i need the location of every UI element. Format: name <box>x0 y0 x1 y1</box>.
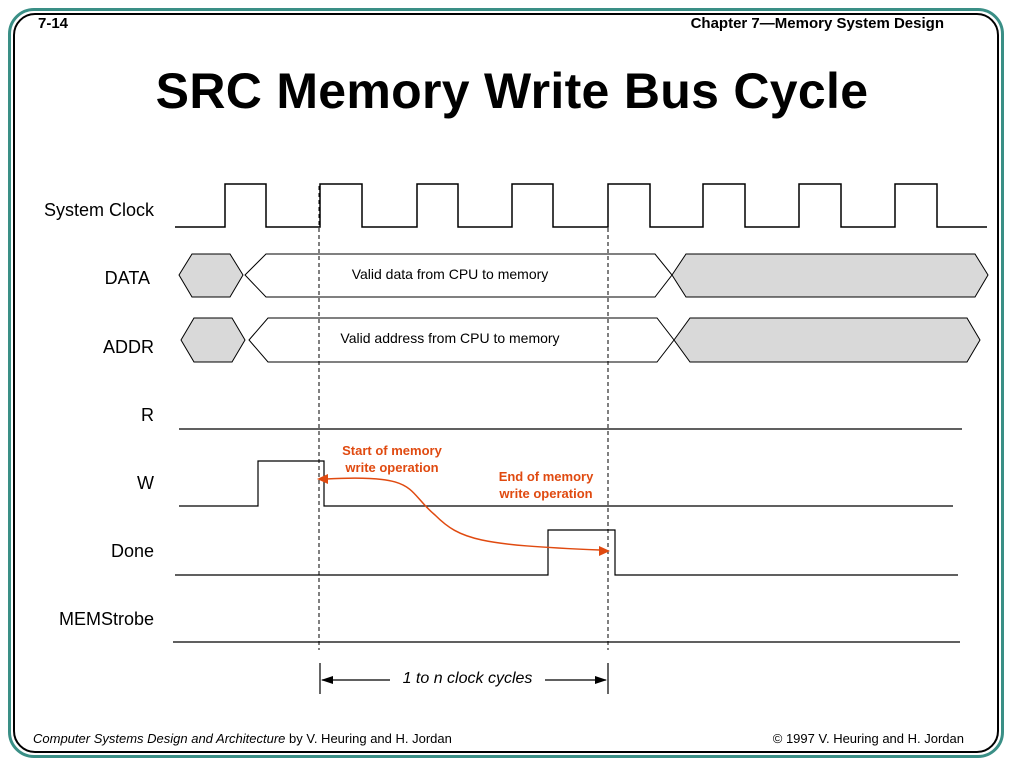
start-annotation: Start of memory write operation <box>322 442 462 476</box>
end-annotation-line1: End of memory <box>498 469 594 484</box>
duration-arrowhead-right <box>595 676 607 684</box>
system-clock-waveform <box>175 183 987 228</box>
done-waveform <box>175 529 958 576</box>
signal-label-done: Done <box>110 541 154 561</box>
annotation-curve <box>325 477 601 551</box>
end-annotation: End of memory write operation <box>476 468 616 502</box>
chapter-title: Chapter 7—Memory System Design <box>690 15 944 32</box>
addr-bus-invalid-after <box>673 317 981 363</box>
slide-title: SRC Memory Write Bus Cycle <box>155 63 869 119</box>
signal-label-clock: System Clock <box>43 200 154 220</box>
signal-label-memstrobe: MEMStrobe <box>58 609 154 629</box>
start-annotation-line1: Start of memory <box>342 443 442 458</box>
data-bus-invalid-before <box>178 253 244 298</box>
footer-book-authors: by V. Heuring and H. Jordan <box>285 731 452 746</box>
annotation-arrowhead-end <box>599 546 610 556</box>
start-annotation-line2: write operation <box>345 460 439 475</box>
footer-copyright: © 1997 V. Heuring and H. Jordan <box>772 731 964 746</box>
addr-bus-invalid-before <box>180 317 246 363</box>
signal-label-addr: ADDR <box>102 337 154 357</box>
duration-label: 1 to n clock cycles <box>390 670 545 688</box>
addr-bus-label: Valid address from CPU to memory <box>340 330 560 346</box>
data-bus-invalid-after <box>671 253 989 298</box>
duration-arrowhead-left <box>321 676 333 684</box>
slide-number: 7-14 <box>38 15 69 32</box>
annotation-arrowhead-start <box>317 474 328 484</box>
slide-frame-outer <box>8 8 1004 758</box>
slide-frame-inner <box>13 13 999 753</box>
w-waveform <box>179 460 953 507</box>
footer-citation: Computer Systems Design and Architecture… <box>33 731 452 746</box>
footer-book-title: Computer Systems Design and Architecture <box>33 731 286 746</box>
signal-label-data: DATA <box>104 268 150 288</box>
data-bus-label: Valid data from CPU to memory <box>351 266 549 282</box>
signal-label-r: R <box>141 405 154 425</box>
signal-label-w: W <box>137 473 154 493</box>
end-annotation-line2: write operation <box>499 486 593 501</box>
